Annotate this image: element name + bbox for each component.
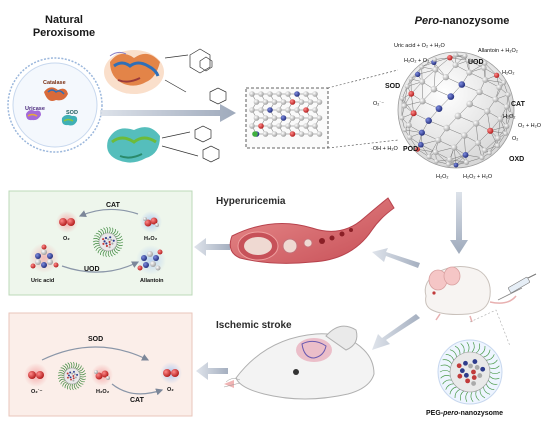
peroxisome-illustration — [7, 57, 103, 153]
pero-title-suffix: -nanozysome — [439, 15, 510, 27]
label-sod: SOD — [385, 83, 401, 90]
stroke-o2-radical-label: O₂˙⁻ — [31, 389, 43, 395]
sod-protein-icon — [61, 114, 78, 126]
nanozysome-sphere-icon — [397, 51, 515, 169]
label-h2o2-mid-right: H₂O₂ — [503, 114, 516, 120]
pero-nanozysome-title: Pero-nanozysome — [392, 15, 532, 27]
peg-nanozysome-label: PEG-pero-nanozysome — [426, 410, 503, 417]
arrow-to-lattice — [100, 104, 236, 122]
enzyme-catalase: Catalase — [43, 80, 66, 86]
label-pod: POD — [403, 146, 419, 153]
stroke-title: Ischemic stroke — [216, 320, 292, 331]
carbon-lattice-icon — [249, 91, 323, 137]
uric-acid-molecule-icon — [30, 244, 59, 269]
pero-title-italic: Pero — [414, 15, 440, 27]
syringe-icon — [497, 273, 537, 301]
label-o2-radical: O₂˙⁻ — [373, 101, 385, 107]
ligand-sketches-icon — [161, 48, 227, 163]
natural-title-line1: Natural — [45, 14, 83, 26]
arrow-mouse-to-rat-shape — [372, 314, 420, 350]
label-oxd: OXD — [509, 156, 525, 163]
arrow-down-to-mouse — [450, 192, 468, 254]
hyper-uod-label: UOD — [84, 266, 100, 273]
hyper-h2o2-label: H₂O₂ — [144, 236, 158, 242]
stroke-cat-label: CAT — [130, 397, 144, 404]
peg-prefix: PEG- — [426, 410, 444, 417]
label-uod: UOD — [468, 59, 484, 66]
arrow-rat-to-panel — [196, 362, 228, 380]
label-h2o2-top-right: H₂O₂ — [502, 70, 515, 76]
hyper-o2-label: O₂ — [63, 236, 70, 242]
label-h2o2-h2o-bottom: H₂O₂ + H₂O — [463, 174, 493, 180]
mouse-icon — [424, 266, 517, 323]
stroke-h2o2-label: H₂O₂ — [96, 389, 110, 395]
natural-title-line2: Peroxisome — [32, 27, 96, 39]
peg-nanozysome-icon — [437, 309, 511, 405]
hyper-uric-acid-label: Uric acid — [31, 278, 55, 284]
enzyme-uricase: Uricase — [25, 106, 45, 112]
label-o2-right: O₂ — [512, 136, 519, 142]
catalase-structure-icon — [104, 50, 164, 94]
sod-structure-icon — [107, 127, 160, 163]
hyper-cat-label: CAT — [106, 202, 120, 209]
label-h2o2-bottom: H₂O₂ — [436, 174, 449, 180]
stroke-sod-label: SOD — [88, 336, 104, 343]
stroke-panel-content — [24, 346, 182, 396]
label-cat: CAT — [511, 101, 525, 108]
label-uric-reaction: Uric acid + O₂ + H₂O — [394, 43, 445, 49]
arrow-vessel-to-panel — [194, 238, 230, 256]
label-oh-h2o: ·OH + H₂O — [371, 146, 398, 152]
allantoin-molecule-icon — [137, 249, 163, 271]
enzyme-sod: SOD — [66, 110, 78, 116]
peg-suffix: -nanozysome — [458, 410, 504, 417]
catalase-protein-icon — [44, 87, 68, 101]
label-allantoin: Allantoin + H₂O₂ — [478, 48, 518, 54]
hyperuricemia-panel-content — [29, 208, 166, 275]
peg-italic: pero — [443, 410, 459, 417]
label-o2-h2o: O₂ + H₂O — [518, 123, 542, 129]
blood-vessel-icon — [229, 197, 395, 264]
hyper-allantoin-label: Allantoin — [140, 278, 164, 284]
arrow-mouse-to-vessel-shape — [372, 248, 420, 268]
rat-head-icon — [223, 325, 375, 400]
uricase-protein-icon — [26, 110, 41, 121]
hyperuricemia-title: Hyperuricemia — [216, 196, 286, 207]
label-h2o2-o2: H₂O₂ + O₂ — [404, 58, 430, 64]
stroke-o2-label: O₂ — [167, 387, 174, 393]
natural-peroxisome-title: Natural Peroxisome — [26, 14, 102, 40]
